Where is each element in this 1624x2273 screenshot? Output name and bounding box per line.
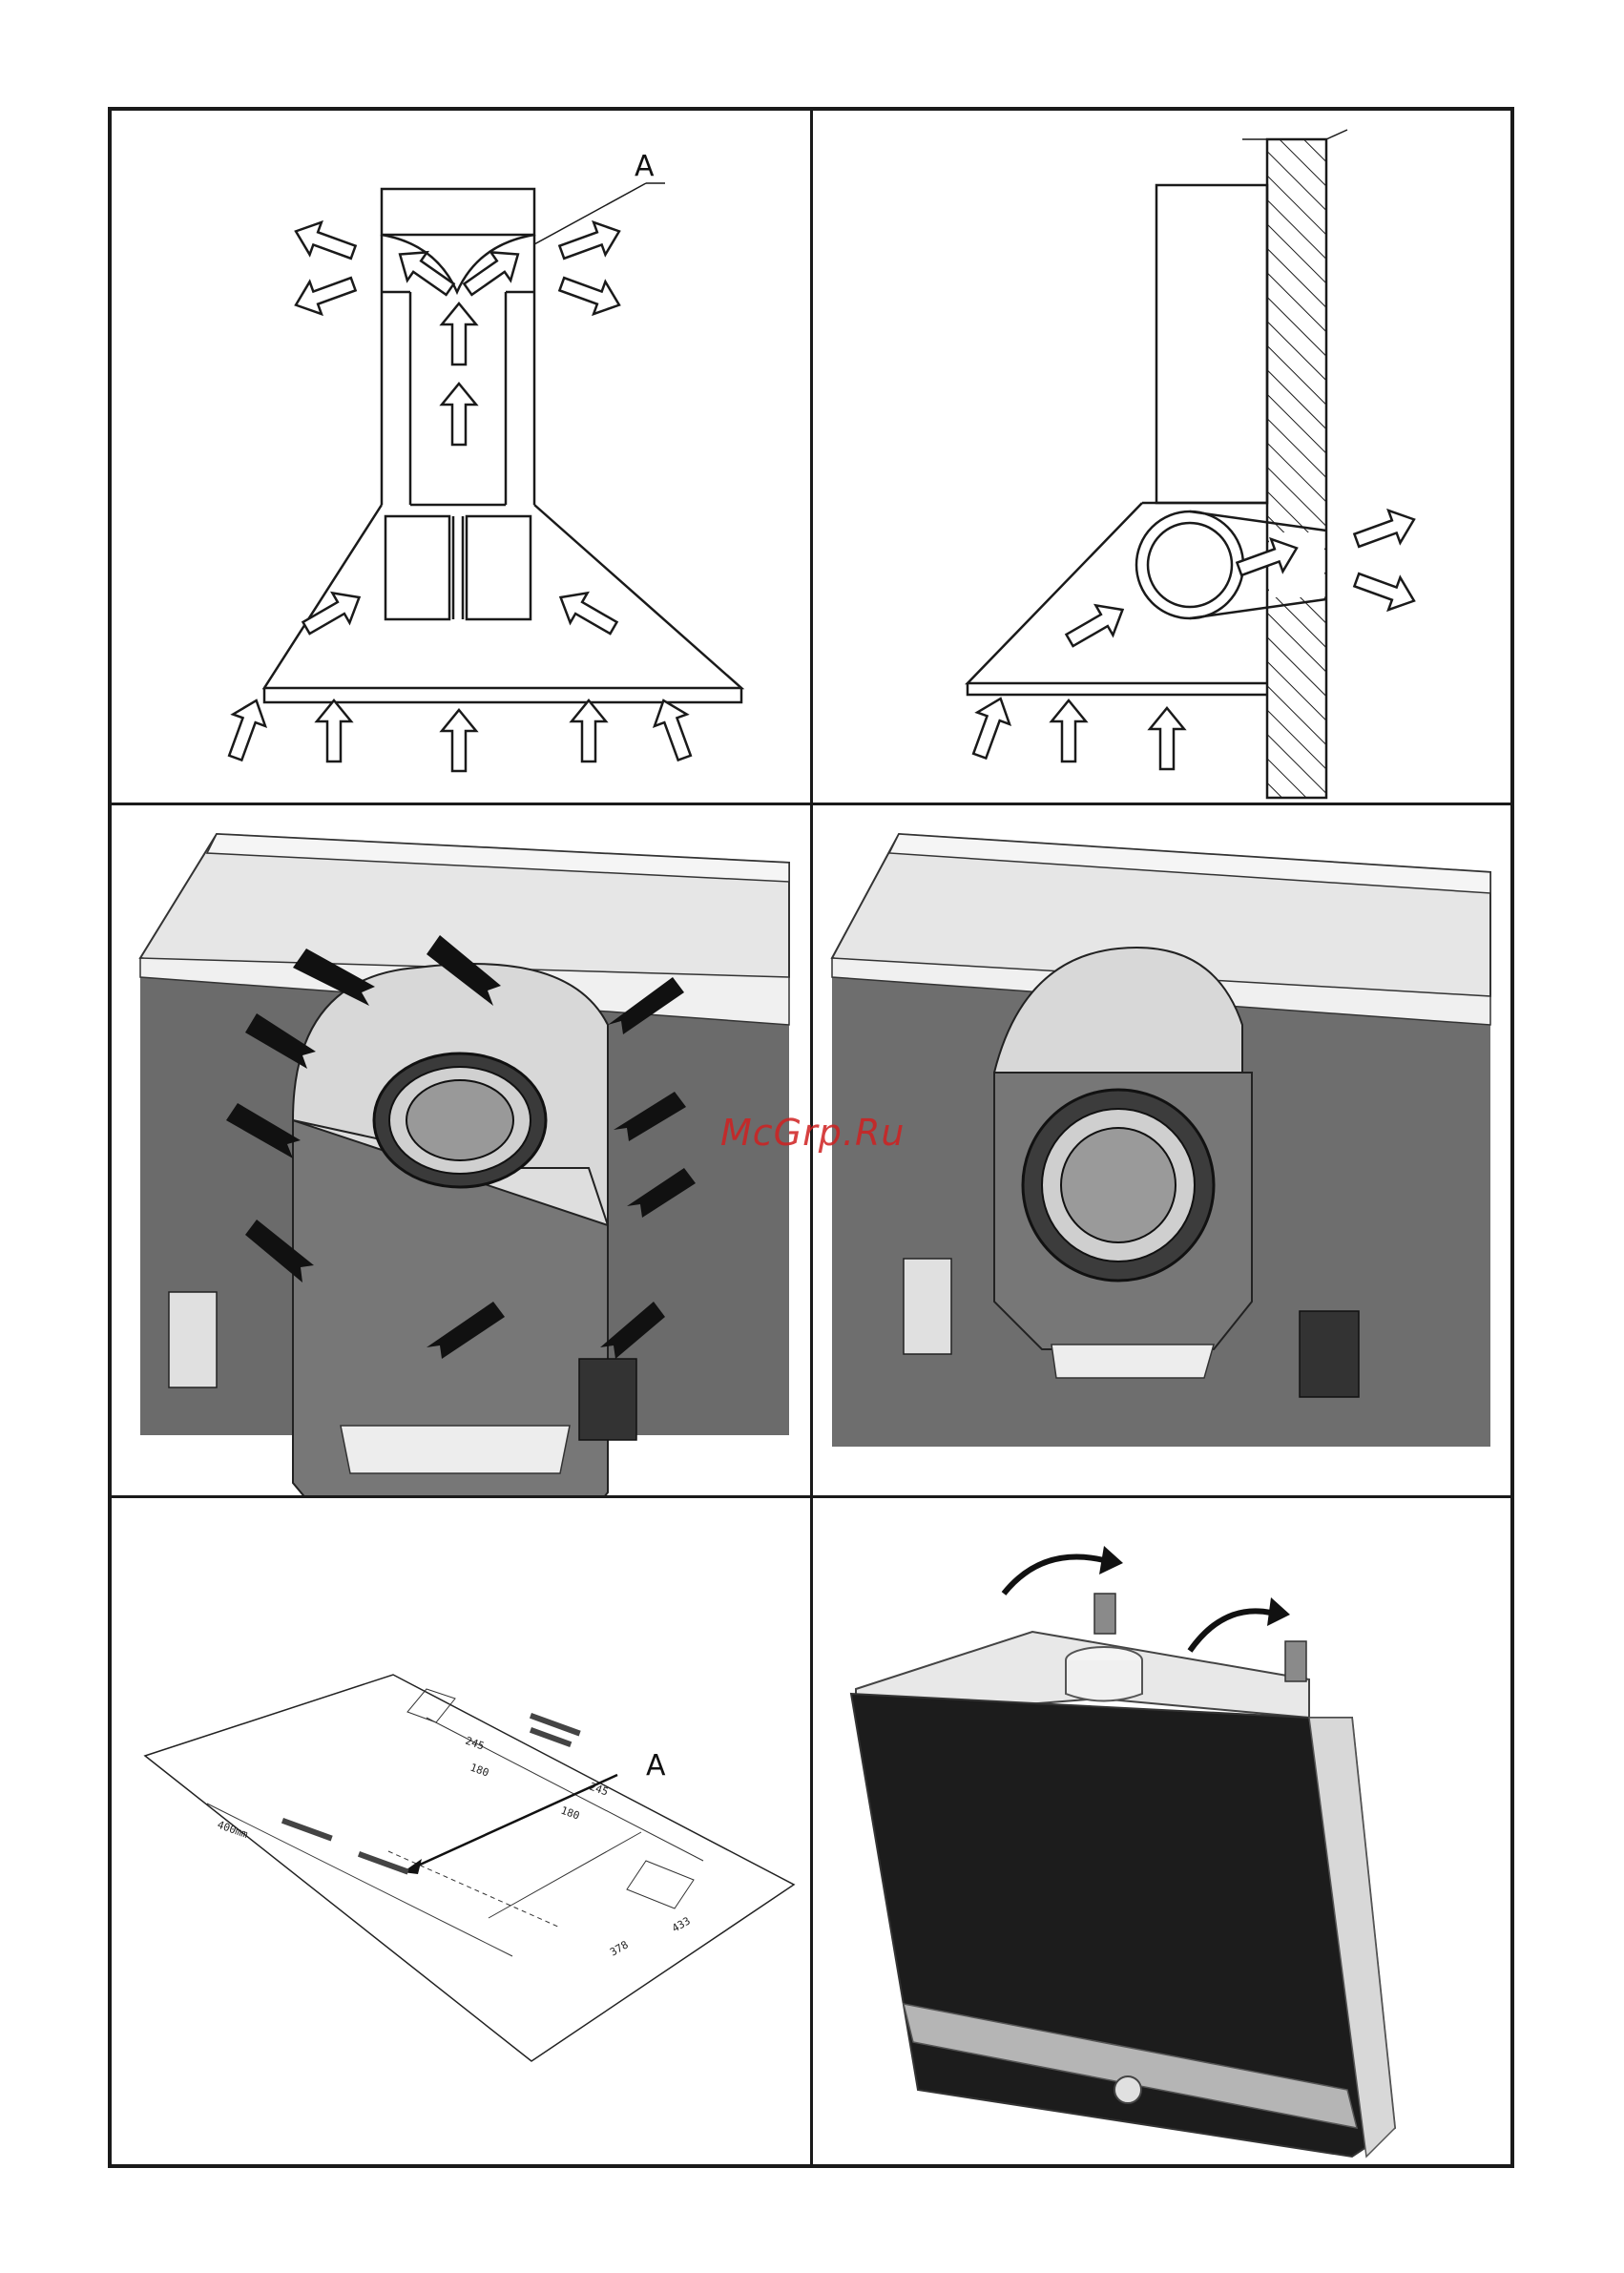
figure-recirculation-airflow: A — [112, 111, 810, 803]
callout-letter: A — [646, 1749, 666, 1783]
control-knob-icon — [1114, 2076, 1141, 2103]
watermark: McGrp.Ru — [720, 1112, 905, 1154]
mounting-bracket-icon — [1285, 1641, 1306, 1681]
callout-letter: A — [635, 150, 655, 183]
figure-hood-mounting — [813, 1498, 1514, 2172]
mounting-bracket-icon — [1094, 1594, 1115, 1634]
wall-section — [1267, 139, 1326, 798]
figure-motor-housing-screws — [112, 805, 810, 1495]
template-sheet — [145, 1675, 794, 2061]
airflow-arrows — [964, 503, 1420, 769]
figure-motor-housing-open — [813, 805, 1514, 1495]
figure-drilling-template: A 245 180 180 245 378 433 400mm — [112, 1498, 810, 2172]
figure-ducted-exhaust — [813, 111, 1514, 803]
